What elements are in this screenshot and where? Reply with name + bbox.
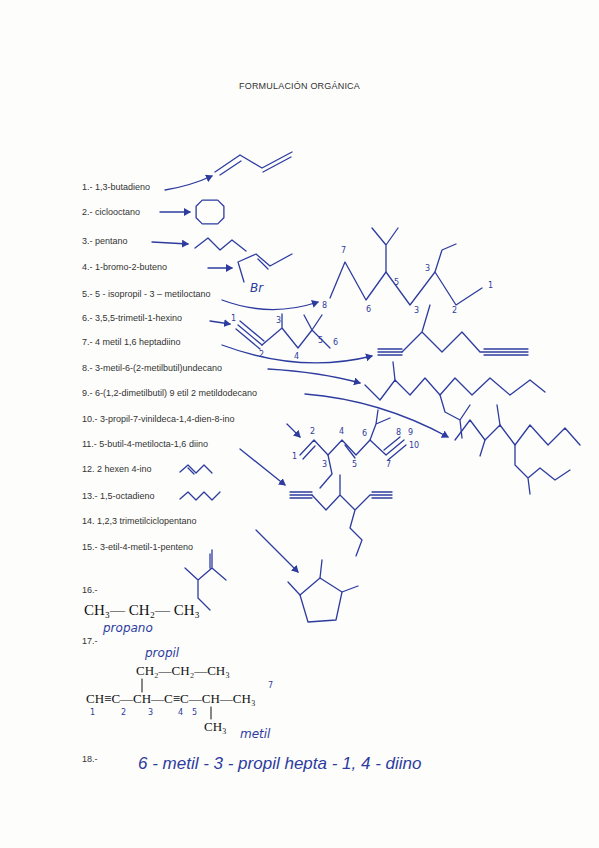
exercise-item: 12. 2 hexen 4-ino [82, 464, 152, 474]
carbon-number: 5 [352, 460, 357, 469]
handwritten-answer: 6 - metil - 3 - propil hepta - 1, 4 - di… [138, 754, 421, 774]
exercise-item: 11.- 5-butil-4-metilocta-1,6 diino [82, 439, 208, 449]
page-title: FORMULACIÓN ORGÁNICA [239, 81, 360, 91]
carbon-number: 2 [259, 350, 264, 359]
exercise-item: 9.- 6-(1,2-dimetilbutil) 9 etil 2 metild… [82, 388, 257, 398]
formula: CH₃ [204, 720, 227, 735]
carbon-number: 3 [322, 460, 327, 469]
formula: CH₃— CH₂— CH₃ [84, 602, 200, 619]
carbon-number: 6 [333, 338, 338, 347]
carbon-number: 5 [192, 708, 197, 717]
exercise-number: 17.- [82, 636, 98, 646]
carbon-number: 9 [408, 428, 413, 437]
carbon-number: 7 [268, 681, 273, 690]
carbon-number: 7 [386, 460, 391, 469]
carbon-number: 2 [121, 708, 126, 717]
carbon-number: 8 [396, 428, 401, 437]
exercise-item: 7.- 4 metil 1,6 heptadiino [82, 337, 181, 347]
exercise-item: 14. 1,2,3 trimetilciclopentano [82, 516, 197, 526]
handwritten-note: metil [240, 728, 270, 742]
carbon-number: 2 [452, 306, 457, 315]
carbon-number: 1 [231, 314, 236, 323]
carbon-number: 6 [366, 305, 371, 314]
formula: CH₂—CH₂—CH₃ [136, 664, 230, 679]
carbon-number: 4 [294, 352, 299, 361]
carbon-number: 3 [276, 316, 281, 325]
exercise-item: 3.- pentano [82, 236, 128, 246]
carbon-number: 1 [488, 281, 493, 290]
carbon-number: 1 [292, 452, 297, 461]
handwritten-note: propil [145, 647, 179, 661]
carbon-number: 8 [322, 301, 327, 310]
exercise-item: 5.- 5 - isopropil - 3 – metiloctano [82, 289, 211, 299]
formula: CH≡C—CH—C≡C—CH—CH₃ [86, 692, 255, 707]
carbon-number: 3 [425, 264, 430, 273]
exercise-item: 6.- 3,5,5-trimetil-1-hexino [82, 313, 182, 323]
carbon-number: 4 [178, 708, 183, 717]
handwritten-answer: propano [103, 622, 153, 636]
carbon-number: 3 [148, 708, 153, 717]
carbon-number: 6 [362, 429, 367, 438]
arrows [152, 176, 448, 572]
substituent-label: Br [250, 282, 263, 296]
carbon-number: 7 [341, 246, 346, 255]
carbon-number: 2 [310, 427, 315, 436]
exercise-item: 15.- 3-etil-4-metil-1-penteno [82, 542, 193, 552]
exercise-item: 8.- 3-metil-6-(2-metilbutil)undecano [82, 363, 222, 373]
carbon-number: 5 [394, 278, 399, 287]
carbon-number: 1 [90, 708, 95, 717]
exercise-item: 1.- 1,3-butadieno [82, 182, 150, 192]
carbon-number: 3 [414, 306, 419, 315]
exercise-item: 13.- 1,5-octadieno [82, 491, 155, 501]
exercise-item: 10.- 3-propil-7-vinildeca-1,4-dien-8-ino [82, 414, 235, 424]
exercise-item: 2.- ciclooctano [82, 207, 140, 217]
carbon-number: 4 [339, 427, 344, 436]
carbon-number: 5 [318, 336, 323, 345]
exercise-number: 16.- [82, 585, 98, 595]
exercise-number: 18.- [82, 754, 98, 764]
exercise-item: 4.- 1-bromo-2-buteno [82, 262, 167, 272]
carbon-number: 10 [409, 441, 419, 450]
